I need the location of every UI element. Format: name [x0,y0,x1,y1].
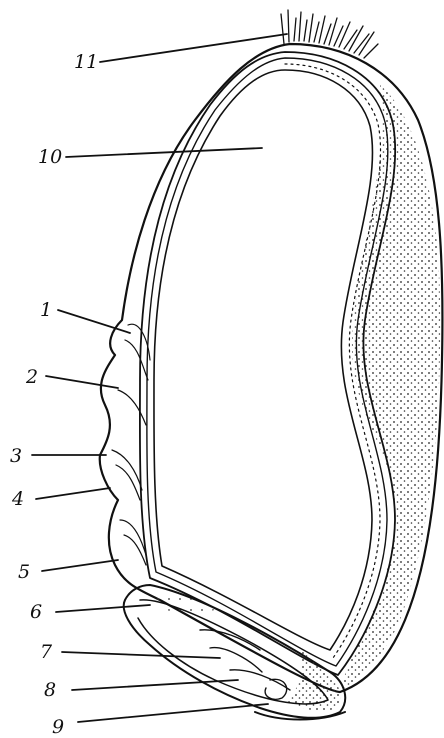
brush-hairs [281,10,378,58]
embryo-base [255,712,345,720]
label-11: 11 [74,51,98,73]
label-7: 7 [40,641,53,663]
endosperm-boundary [154,70,373,650]
label-3: 3 [10,445,22,467]
leader-4 [36,488,110,499]
label-4: 4 [11,488,24,510]
label-2: 2 [25,366,38,388]
leader-10 [66,148,262,157]
leader-5 [42,560,118,571]
label-9: 9 [52,716,64,738]
label-5: 5 [18,561,30,583]
label-8: 8 [44,679,56,701]
leader-7 [62,652,220,658]
label-10: 10 [38,146,62,168]
leader-6 [56,605,150,612]
pericarp-folds [112,324,150,565]
leader-9 [78,704,268,722]
leader-2 [46,376,118,388]
leader-11 [100,34,287,62]
label-6: 6 [30,601,42,623]
label-1: 1 [40,299,52,321]
outer-dense-region [340,85,440,690]
embryo-shading [285,650,341,711]
